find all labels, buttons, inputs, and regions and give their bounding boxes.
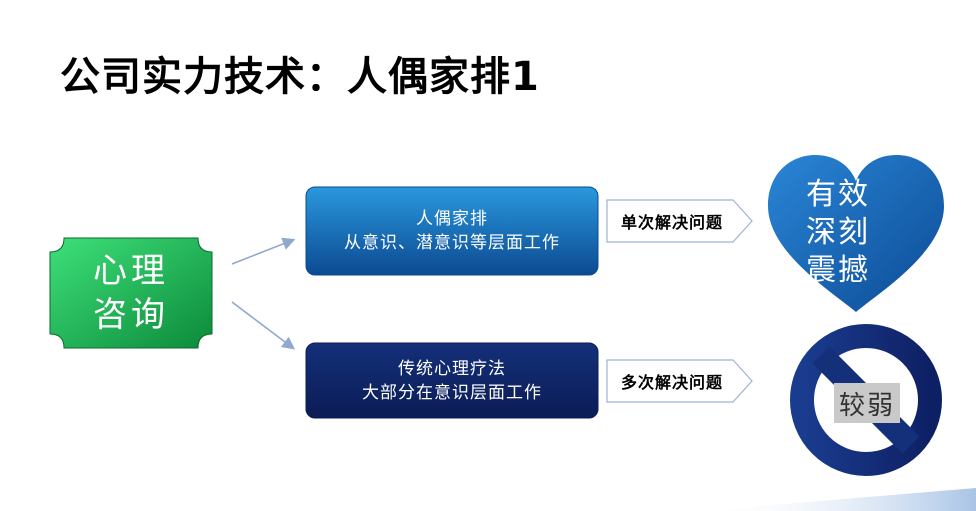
method-a-shape: [305, 186, 599, 276]
source-node-line1: 心理: [93, 251, 169, 291]
source-node: 心理 咨询: [50, 238, 212, 348]
method-b-desc: 大部分在意识层面工作: [362, 382, 542, 403]
method-b-title: 传统心理疗法: [398, 358, 506, 379]
result-arrow-b: 多次解决问题: [607, 360, 737, 402]
connector-to-method-b: [231, 301, 296, 350]
result-label-a: 单次解决问题: [620, 213, 723, 232]
outcome-a-line2: 深刻: [806, 215, 870, 250]
method-b-box: 传统心理疗法 大部分在意识层面工作: [306, 343, 598, 418]
outcome-a: 有效 深刻 震撼: [778, 176, 898, 290]
result-label-b: 多次解决问题: [620, 373, 723, 392]
connector-to-method-a: [231, 237, 296, 265]
method-a-box: 人偶家排 从意识、潜意识等层面工作: [306, 187, 598, 275]
method-b-shape: [305, 342, 599, 419]
outcome-b-tag: 较弱: [834, 383, 900, 423]
heart-icon: [768, 155, 944, 312]
slide-title: 公司实力技术：人偶家排1: [60, 54, 540, 100]
source-node-line2: 咨询: [93, 295, 169, 335]
method-a-desc: 从意识、潜意识等层面工作: [344, 233, 560, 253]
decorative-floor-band: [700, 488, 976, 511]
source-node-shape: [49, 237, 213, 349]
result-arrow-a-shape: [606, 199, 753, 243]
result-arrow-a: 单次解决问题: [607, 200, 737, 242]
outcome-a-line3: 震撼: [806, 253, 870, 288]
method-a-title: 人偶家排: [416, 209, 488, 229]
outcome-a-line1: 有效: [806, 177, 870, 212]
result-arrow-b-shape: [606, 359, 753, 403]
